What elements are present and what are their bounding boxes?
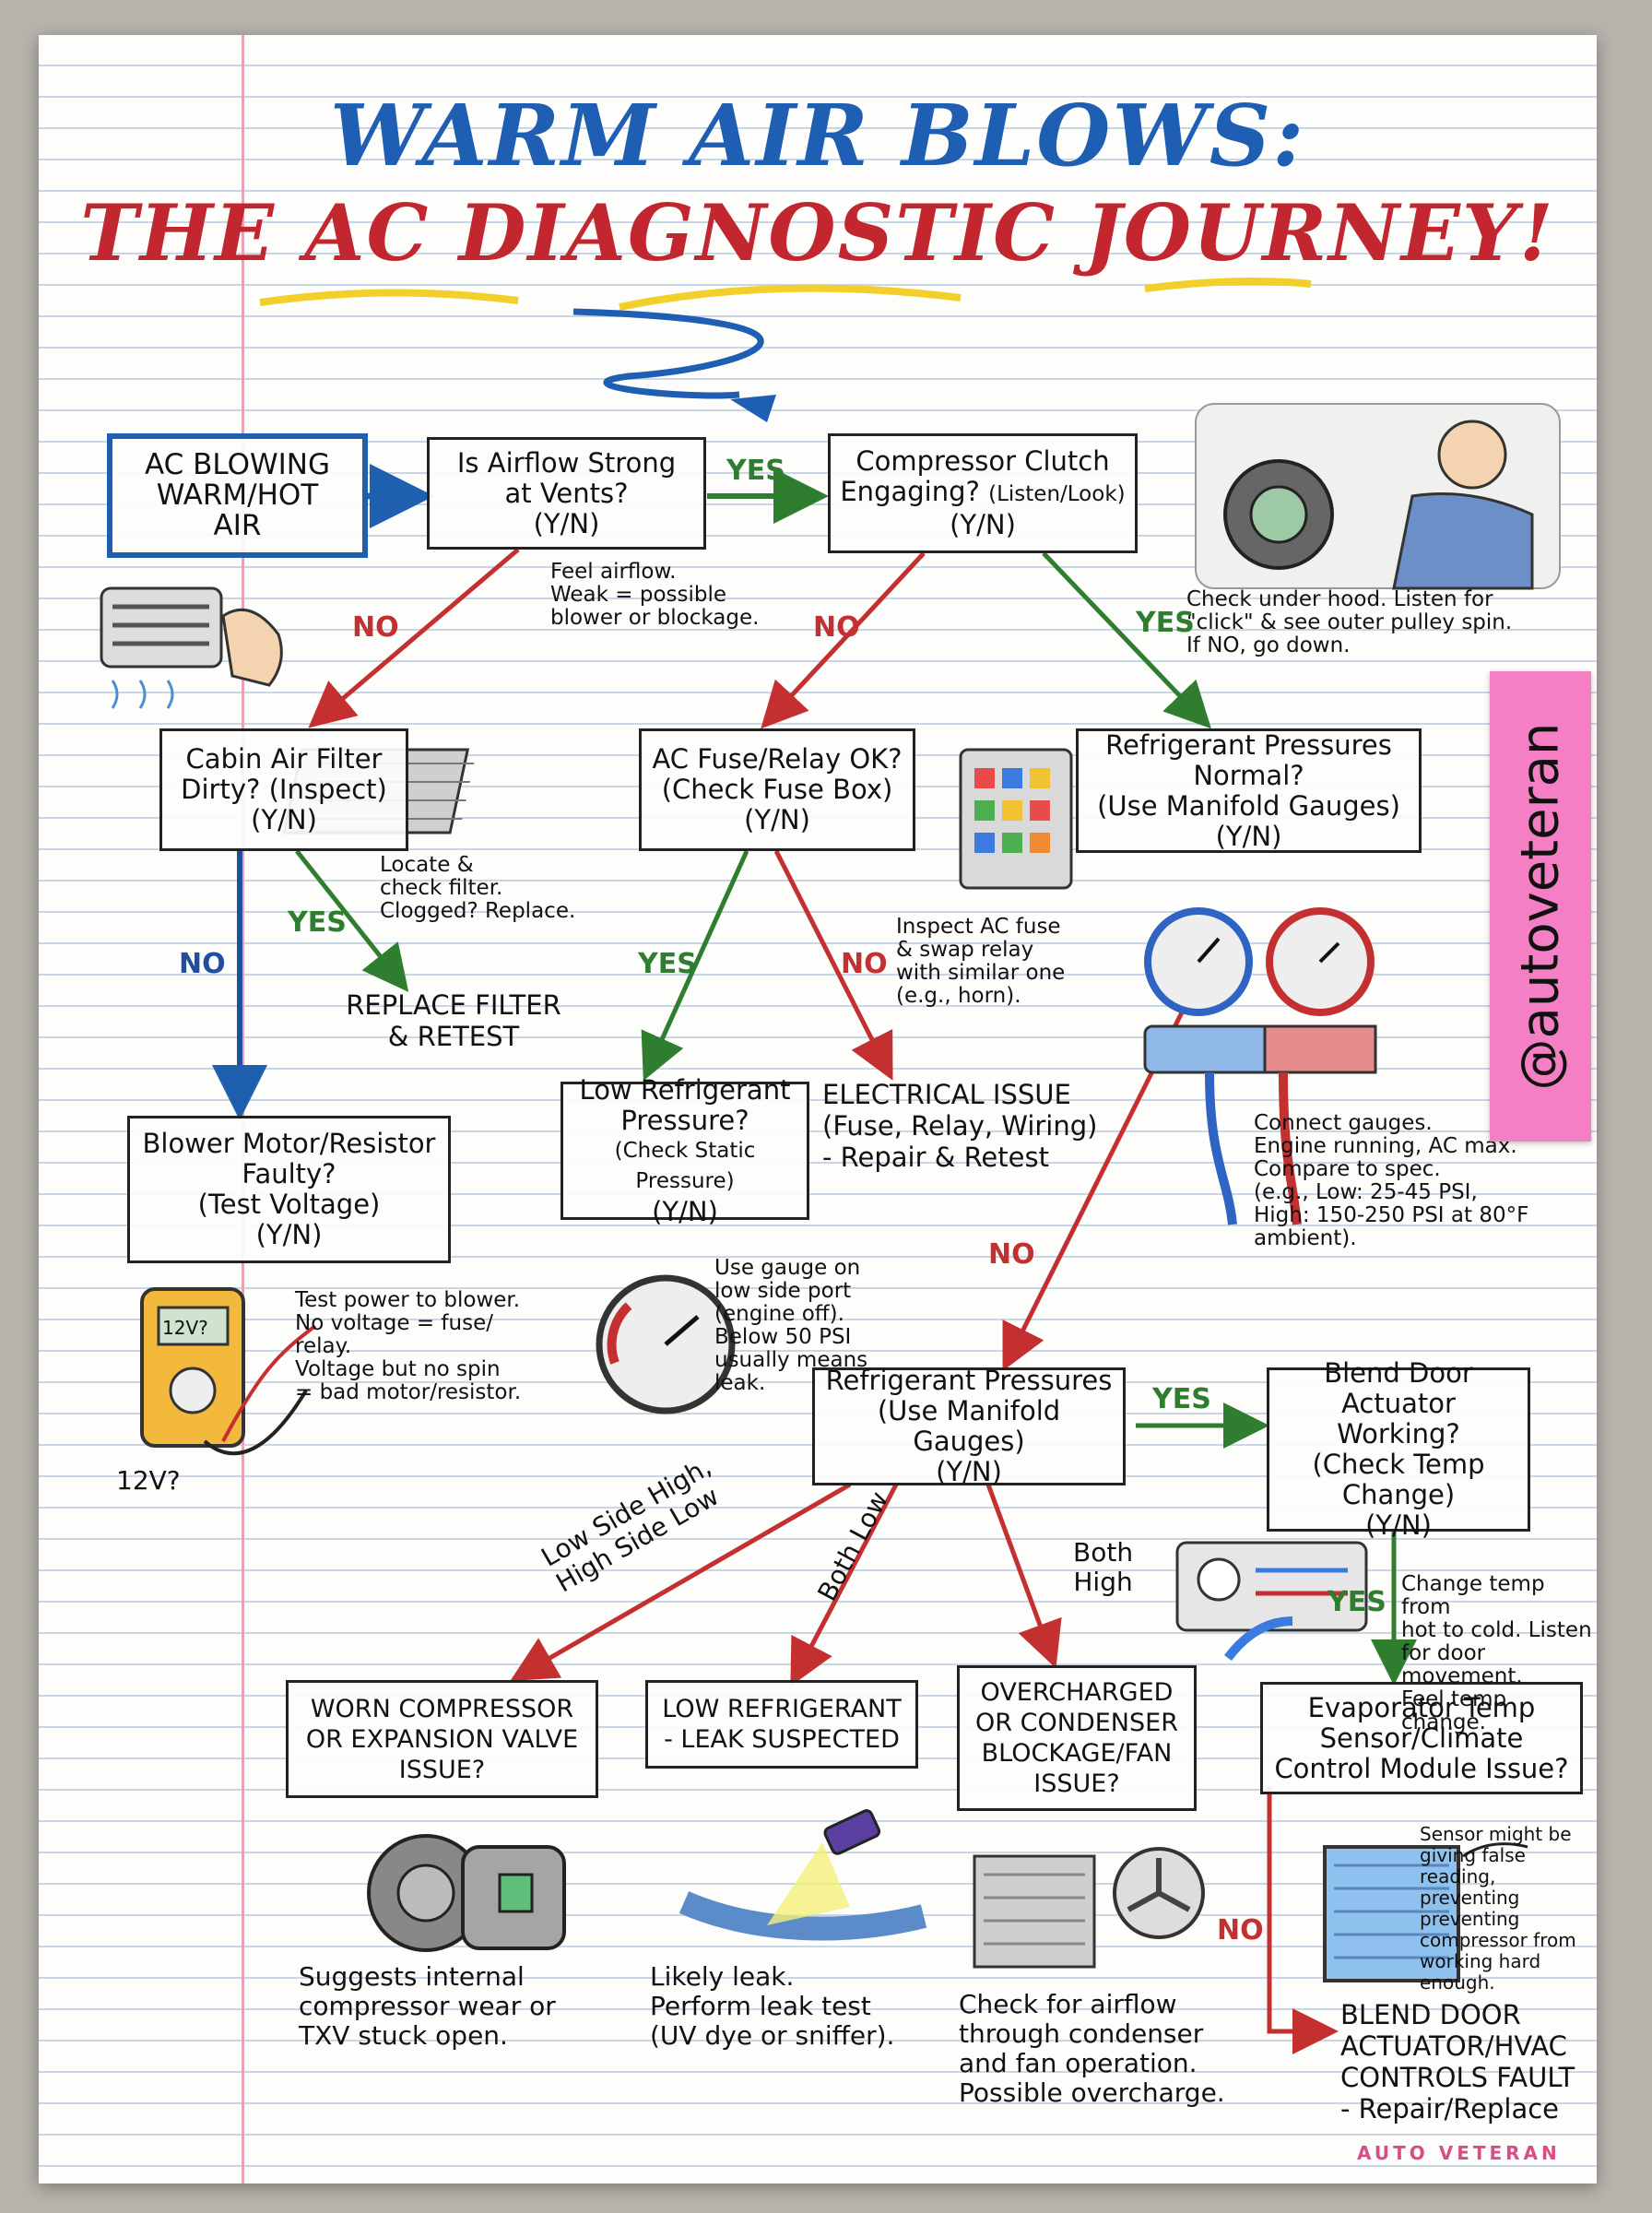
title-underline-yellow-2 bbox=[619, 284, 962, 311]
sticky-note: @autoveteran bbox=[1490, 671, 1591, 1142]
meter-screen-text: 12V? bbox=[162, 1317, 208, 1339]
label-no-fuse: NO bbox=[841, 948, 888, 980]
note-blower: Test power to blower.No voltage = fuse/r… bbox=[295, 1288, 522, 1404]
notebook-paper: WARM AIR BLOWS: THE AC DIAGNOSTIC JOURNE… bbox=[39, 35, 1597, 2183]
vent-hand-sketch bbox=[100, 586, 283, 709]
arrow-clutch-pressures bbox=[1042, 551, 1211, 729]
node-fuse-relay: AC Fuse/Relay OK? (Check Fuse Box) (Y/N) bbox=[639, 728, 915, 851]
arrow-pressures-overcharged bbox=[985, 1484, 1062, 1669]
node-blower-motor: Blower Motor/Resistor Faulty? (Test Volt… bbox=[127, 1116, 451, 1263]
node-overcharged: OVERCHARGED OR CONDENSER BLOCKAGE/FAN IS… bbox=[957, 1665, 1197, 1811]
fusebox-sketch bbox=[959, 748, 1073, 890]
meter-label: 12V? bbox=[116, 1465, 181, 1496]
flow-arrows bbox=[100, 277, 1561, 2054]
node-blend-door: Blend Door Actuator Working? (Check Temp… bbox=[1267, 1358, 1530, 1541]
label-yes-blend: YES bbox=[1328, 1586, 1386, 1618]
sticky-handle: @autoveteran bbox=[1510, 722, 1571, 1091]
arrow-pressures-leak bbox=[790, 1483, 899, 1686]
label-yes-airflow: YES bbox=[726, 455, 785, 487]
swirl-arrow bbox=[572, 308, 764, 399]
outcome-electrical: ELECTRICAL ISSUE (Fuse, Relay, Wiring) -… bbox=[822, 1079, 1098, 1173]
condenser-fan-sketch bbox=[973, 1847, 1205, 1969]
node-compressor-clutch: Compressor Clutch Engaging? (Listen/Look… bbox=[828, 433, 1138, 553]
label-yes-clutch: YES bbox=[1136, 607, 1195, 639]
label-no-clutch: NO bbox=[813, 611, 860, 644]
node-worn-compressor: WORN COMPRESSOR OR EXPANSION VALVE ISSUE… bbox=[286, 1680, 598, 1798]
arrow-clutch-fuse bbox=[761, 551, 926, 729]
node-leak-suspected: LOW REFRIGERANT - LEAK SUSPECTED bbox=[645, 1680, 918, 1769]
title-underline-yellow-3 bbox=[1144, 277, 1312, 292]
manifold-gauge-sketch bbox=[1143, 907, 1377, 1225]
note-clutch: Check under hood. Listen for"click" & se… bbox=[1186, 587, 1513, 657]
node-pressures-normal: Refrigerant Pressures Normal? (Use Manif… bbox=[1076, 728, 1422, 853]
label-no-pressures-normal: NO bbox=[988, 1238, 1035, 1271]
note-filter: Locate &check filter.Clogged? Replace. bbox=[380, 853, 576, 923]
static-gauge-sketch bbox=[596, 1274, 736, 1414]
outcome-blend-fault: BLEND DOOR ACTUATOR/HVAC CONTROLS FAULT … bbox=[1340, 1999, 1575, 2124]
node-evaporator-sensor: Evaporator Temp Sensor/Climate Control M… bbox=[1260, 1682, 1583, 1794]
note-gauges: Connect gauges.Engine running, AC max.Co… bbox=[1254, 1111, 1529, 1250]
note-leak: Likely leak.Perform leak test(UV dye or … bbox=[650, 1961, 895, 2051]
node-refrigerant-pressures: Refrigerant Pressures (Use Manifold Gaug… bbox=[812, 1366, 1126, 1487]
title-underline-yellow bbox=[259, 289, 519, 306]
multimeter-sketch bbox=[140, 1287, 317, 1456]
label-no-airflow: NO bbox=[352, 611, 399, 644]
label-yes-filter: YES bbox=[288, 906, 347, 939]
climate-control-sketch bbox=[1175, 1541, 1368, 1662]
label-yes-fuse: YES bbox=[638, 948, 697, 980]
title-line-2: THE AC DIAGNOSTIC JOURNEY! bbox=[80, 187, 1555, 278]
title-line-1: WARM AIR BLOWS: bbox=[329, 86, 1306, 185]
watermark-logo: AUTO VETERAN bbox=[1357, 2142, 1561, 2164]
arrow-fuse-electrical bbox=[773, 849, 893, 1081]
arrow-evap-blendfault bbox=[1267, 1787, 1339, 2054]
label-no-filter: NO bbox=[179, 948, 226, 980]
start-box: AC BLOWING WARM/HOT AIR bbox=[107, 433, 368, 558]
flashlight-hose-sketch bbox=[678, 1809, 927, 1941]
label-yes-pressures: YES bbox=[1152, 1383, 1211, 1415]
engine-mechanic-sketch bbox=[1195, 403, 1561, 590]
arrow-normal-pressures bbox=[1002, 955, 1212, 1371]
node-cabin-filter: Cabin Air Filter Dirty? (Inspect) (Y/N) bbox=[159, 728, 408, 851]
evaporator-sketch bbox=[1323, 1842, 1528, 1982]
label-both-high: Both High bbox=[1073, 1537, 1134, 1597]
arrow-filter-replace bbox=[295, 849, 409, 992]
outcome-replace-filter: REPLACE FILTER & RETEST bbox=[346, 989, 561, 1052]
swirl-arrow-head bbox=[730, 395, 776, 422]
label-no-evap: NO bbox=[1217, 1914, 1264, 1947]
node-low-refrigerant-pressure: Low Refrigerant Pressure? (Check Static … bbox=[560, 1074, 809, 1226]
arrow-airflow-filter bbox=[308, 548, 520, 728]
compressor-sketch bbox=[367, 1834, 566, 1952]
node-airflow: Is Airflow Strong at Vents? (Y/N) bbox=[427, 437, 706, 550]
arrow-fuse-lowpressure bbox=[641, 849, 749, 1082]
arrow-pressures-worn bbox=[510, 1482, 852, 1682]
